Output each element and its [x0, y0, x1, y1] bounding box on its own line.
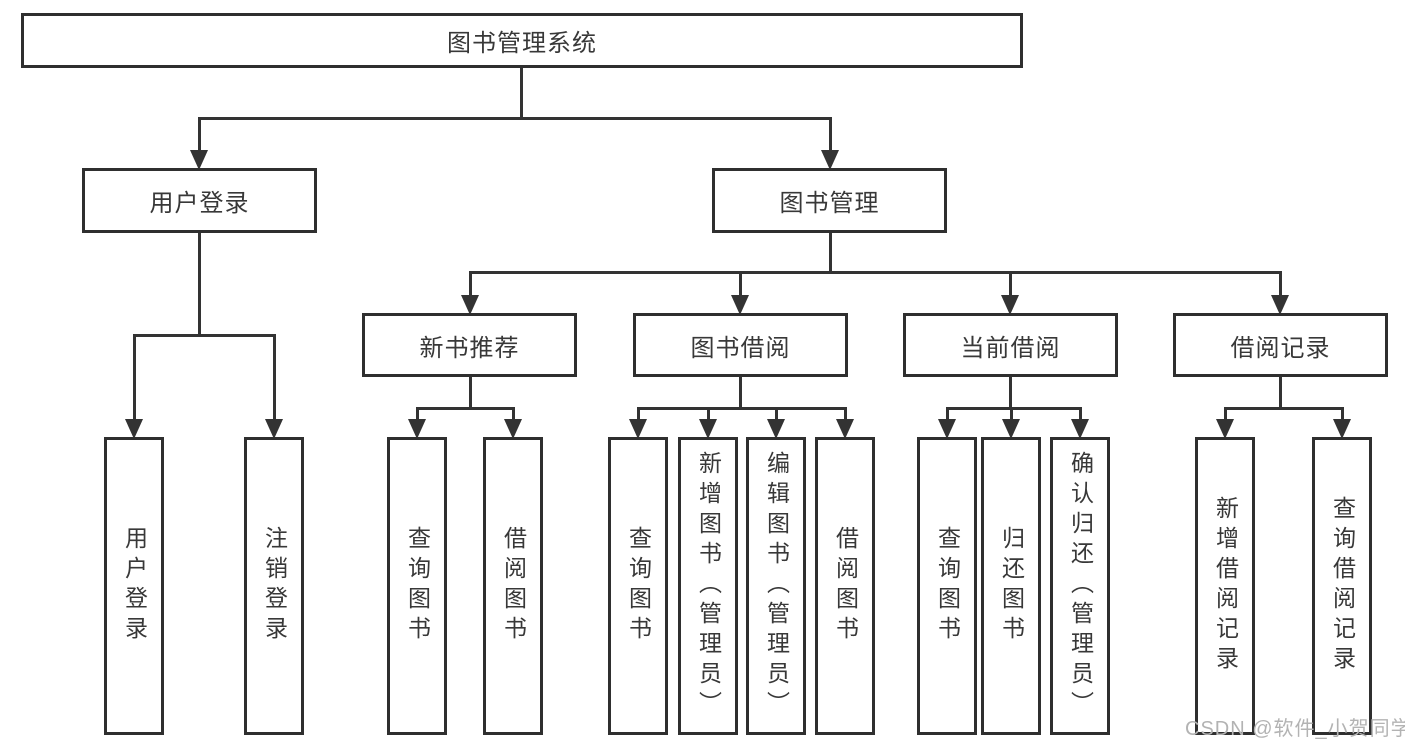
arrow-down-icon — [1216, 419, 1234, 439]
leaf-label: 确认归还（管理员） — [1067, 451, 1094, 721]
connector-line — [945, 406, 1082, 410]
node-book-management: 图书管理 — [712, 168, 947, 233]
connector-line — [774, 408, 778, 421]
arrow-down-icon — [190, 150, 208, 170]
leaf-label: 查询图书 — [625, 526, 652, 646]
connector-line — [132, 335, 136, 420]
arrow-down-icon — [1002, 419, 1020, 439]
leaf-label: 编辑图书（管理员） — [763, 451, 790, 721]
connector-line — [1223, 406, 1344, 410]
connector-line — [1278, 377, 1282, 410]
leaf-label: 查询图书 — [934, 526, 961, 646]
leaf-user-login: 用户登录 — [104, 437, 164, 735]
connector-line — [519, 68, 523, 119]
connector-line — [272, 335, 276, 420]
connector-line — [1223, 408, 1227, 421]
node-label: 新书推荐 — [419, 334, 520, 362]
node-label: 图书借阅 — [690, 334, 791, 362]
leaf-query-borrow-record: 查询借阅记录 — [1312, 437, 1372, 735]
leaf-label: 归还图书 — [998, 526, 1025, 646]
arrow-down-icon — [461, 295, 479, 315]
connector-line — [828, 118, 832, 152]
connector-line — [415, 408, 419, 421]
connector-line — [197, 116, 832, 120]
connector-line — [468, 272, 472, 297]
leaf-label: 借阅图书 — [832, 526, 859, 646]
connector-line — [1008, 377, 1012, 410]
node-user-login: 用户登录 — [82, 168, 317, 233]
leaf-query-books-1: 查询图书 — [387, 437, 447, 735]
connector-line — [468, 270, 1282, 274]
arrow-down-icon — [1333, 419, 1351, 439]
leaf-logout: 注销登录 — [244, 437, 304, 735]
node-book-borrowing: 图书借阅 — [633, 313, 848, 377]
leaf-borrow-books-1: 借阅图书 — [483, 437, 543, 735]
node-label: 当前借阅 — [960, 334, 1061, 362]
leaf-edit-book-admin: 编辑图书（管理员） — [746, 437, 806, 735]
leaf-label: 查询借阅记录 — [1329, 496, 1356, 676]
connector-line — [828, 233, 832, 274]
leaf-add-borrow-record: 新增借阅记录 — [1195, 437, 1255, 735]
connector-line — [1278, 272, 1282, 297]
leaf-borrow-books-2: 借阅图书 — [815, 437, 875, 735]
connector-line — [197, 118, 201, 152]
connector-line — [1078, 408, 1082, 421]
leaf-return-books: 归还图书 — [981, 437, 1041, 735]
leaf-label: 用户登录 — [121, 526, 148, 646]
node-new-book-recommend: 新书推荐 — [362, 313, 577, 377]
connector-line — [197, 233, 201, 337]
node-label: 借阅记录 — [1230, 334, 1331, 362]
arrow-down-icon — [767, 419, 785, 439]
node-label: 图书管理 — [779, 190, 880, 217]
connector-line — [511, 408, 515, 421]
connector-line — [415, 406, 515, 410]
node-label: 图书管理系统 — [447, 30, 597, 57]
arrow-down-icon — [1271, 295, 1289, 315]
arrow-down-icon — [836, 419, 854, 439]
connector-line — [1340, 408, 1344, 421]
connector-line — [468, 377, 472, 410]
arrow-down-icon — [731, 295, 749, 315]
leaf-add-book-admin: 新增图书（管理员） — [678, 437, 738, 735]
node-current-borrowing: 当前借阅 — [903, 313, 1118, 377]
leaf-label: 新增借阅记录 — [1212, 496, 1239, 676]
connector-line — [843, 408, 847, 421]
arrow-down-icon — [938, 419, 956, 439]
leaf-label: 借阅图书 — [500, 526, 527, 646]
connector-line — [945, 408, 949, 421]
node-library-system: 图书管理系统 — [21, 13, 1023, 68]
connector-line — [738, 377, 742, 410]
connector-line — [1009, 408, 1013, 421]
connector-line — [636, 408, 640, 421]
connector-line — [738, 272, 742, 297]
leaf-label: 注销登录 — [261, 526, 288, 646]
leaf-query-books-3: 查询图书 — [917, 437, 977, 735]
arrow-down-icon — [265, 419, 283, 439]
arrow-down-icon — [125, 419, 143, 439]
leaf-label: 新增图书（管理员） — [695, 451, 722, 721]
arrow-down-icon — [504, 419, 522, 439]
leaf-label: 查询图书 — [404, 526, 431, 646]
arrow-down-icon — [699, 419, 717, 439]
connector-line — [1008, 272, 1012, 297]
arrow-down-icon — [821, 150, 839, 170]
arrow-down-icon — [629, 419, 647, 439]
watermark: CSDN @软件_小贺同学 — [1185, 718, 1405, 740]
leaf-query-books-2: 查询图书 — [608, 437, 668, 735]
node-borrow-records: 借阅记录 — [1173, 313, 1388, 377]
node-label: 用户登录 — [149, 190, 250, 217]
arrow-down-icon — [408, 419, 426, 439]
connector-line — [636, 406, 847, 410]
leaf-confirm-return-admin: 确认归还（管理员） — [1050, 437, 1110, 735]
connector-line — [706, 408, 710, 421]
arrow-down-icon — [1071, 419, 1089, 439]
connector-line — [132, 333, 276, 337]
arrow-down-icon — [1001, 295, 1019, 315]
